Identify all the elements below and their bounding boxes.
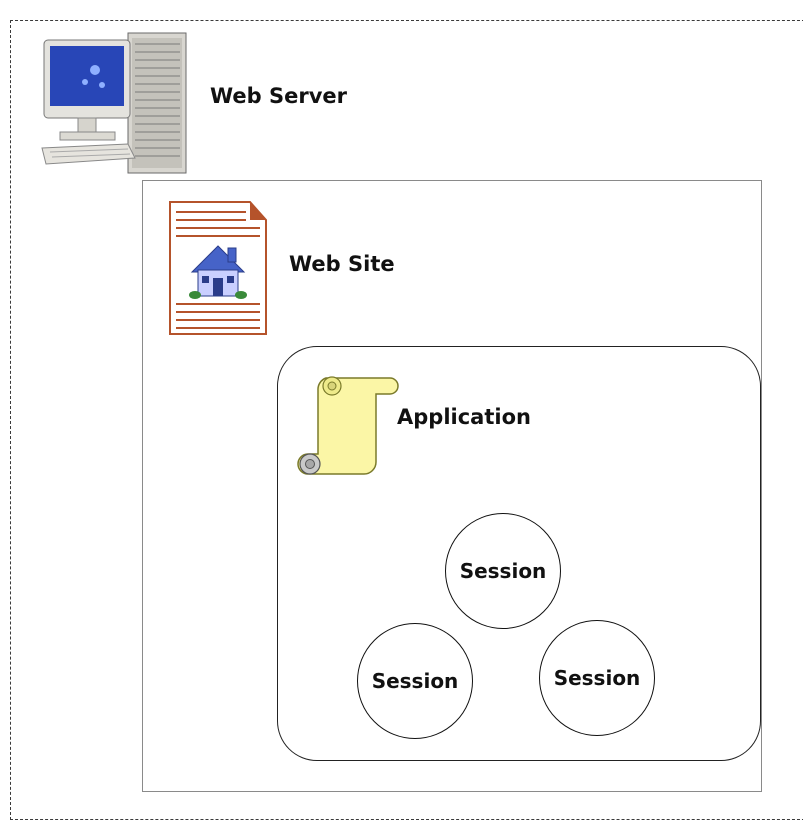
session-label: Session [553, 666, 641, 690]
scroll-icon [296, 372, 402, 478]
session-label: Session [459, 559, 547, 583]
application-container [277, 346, 761, 761]
web-site-label: Web Site [289, 252, 395, 276]
web-site-container [142, 180, 762, 792]
session-circle: Session [445, 513, 561, 629]
web-server-icon [40, 30, 190, 180]
session-circle: Session [539, 620, 655, 736]
web-server-label: Web Server [210, 84, 348, 108]
session-label: Session [371, 669, 459, 693]
session-circle: Session [357, 623, 473, 739]
application-label: Application [397, 405, 531, 429]
web-site-icon [168, 200, 268, 336]
